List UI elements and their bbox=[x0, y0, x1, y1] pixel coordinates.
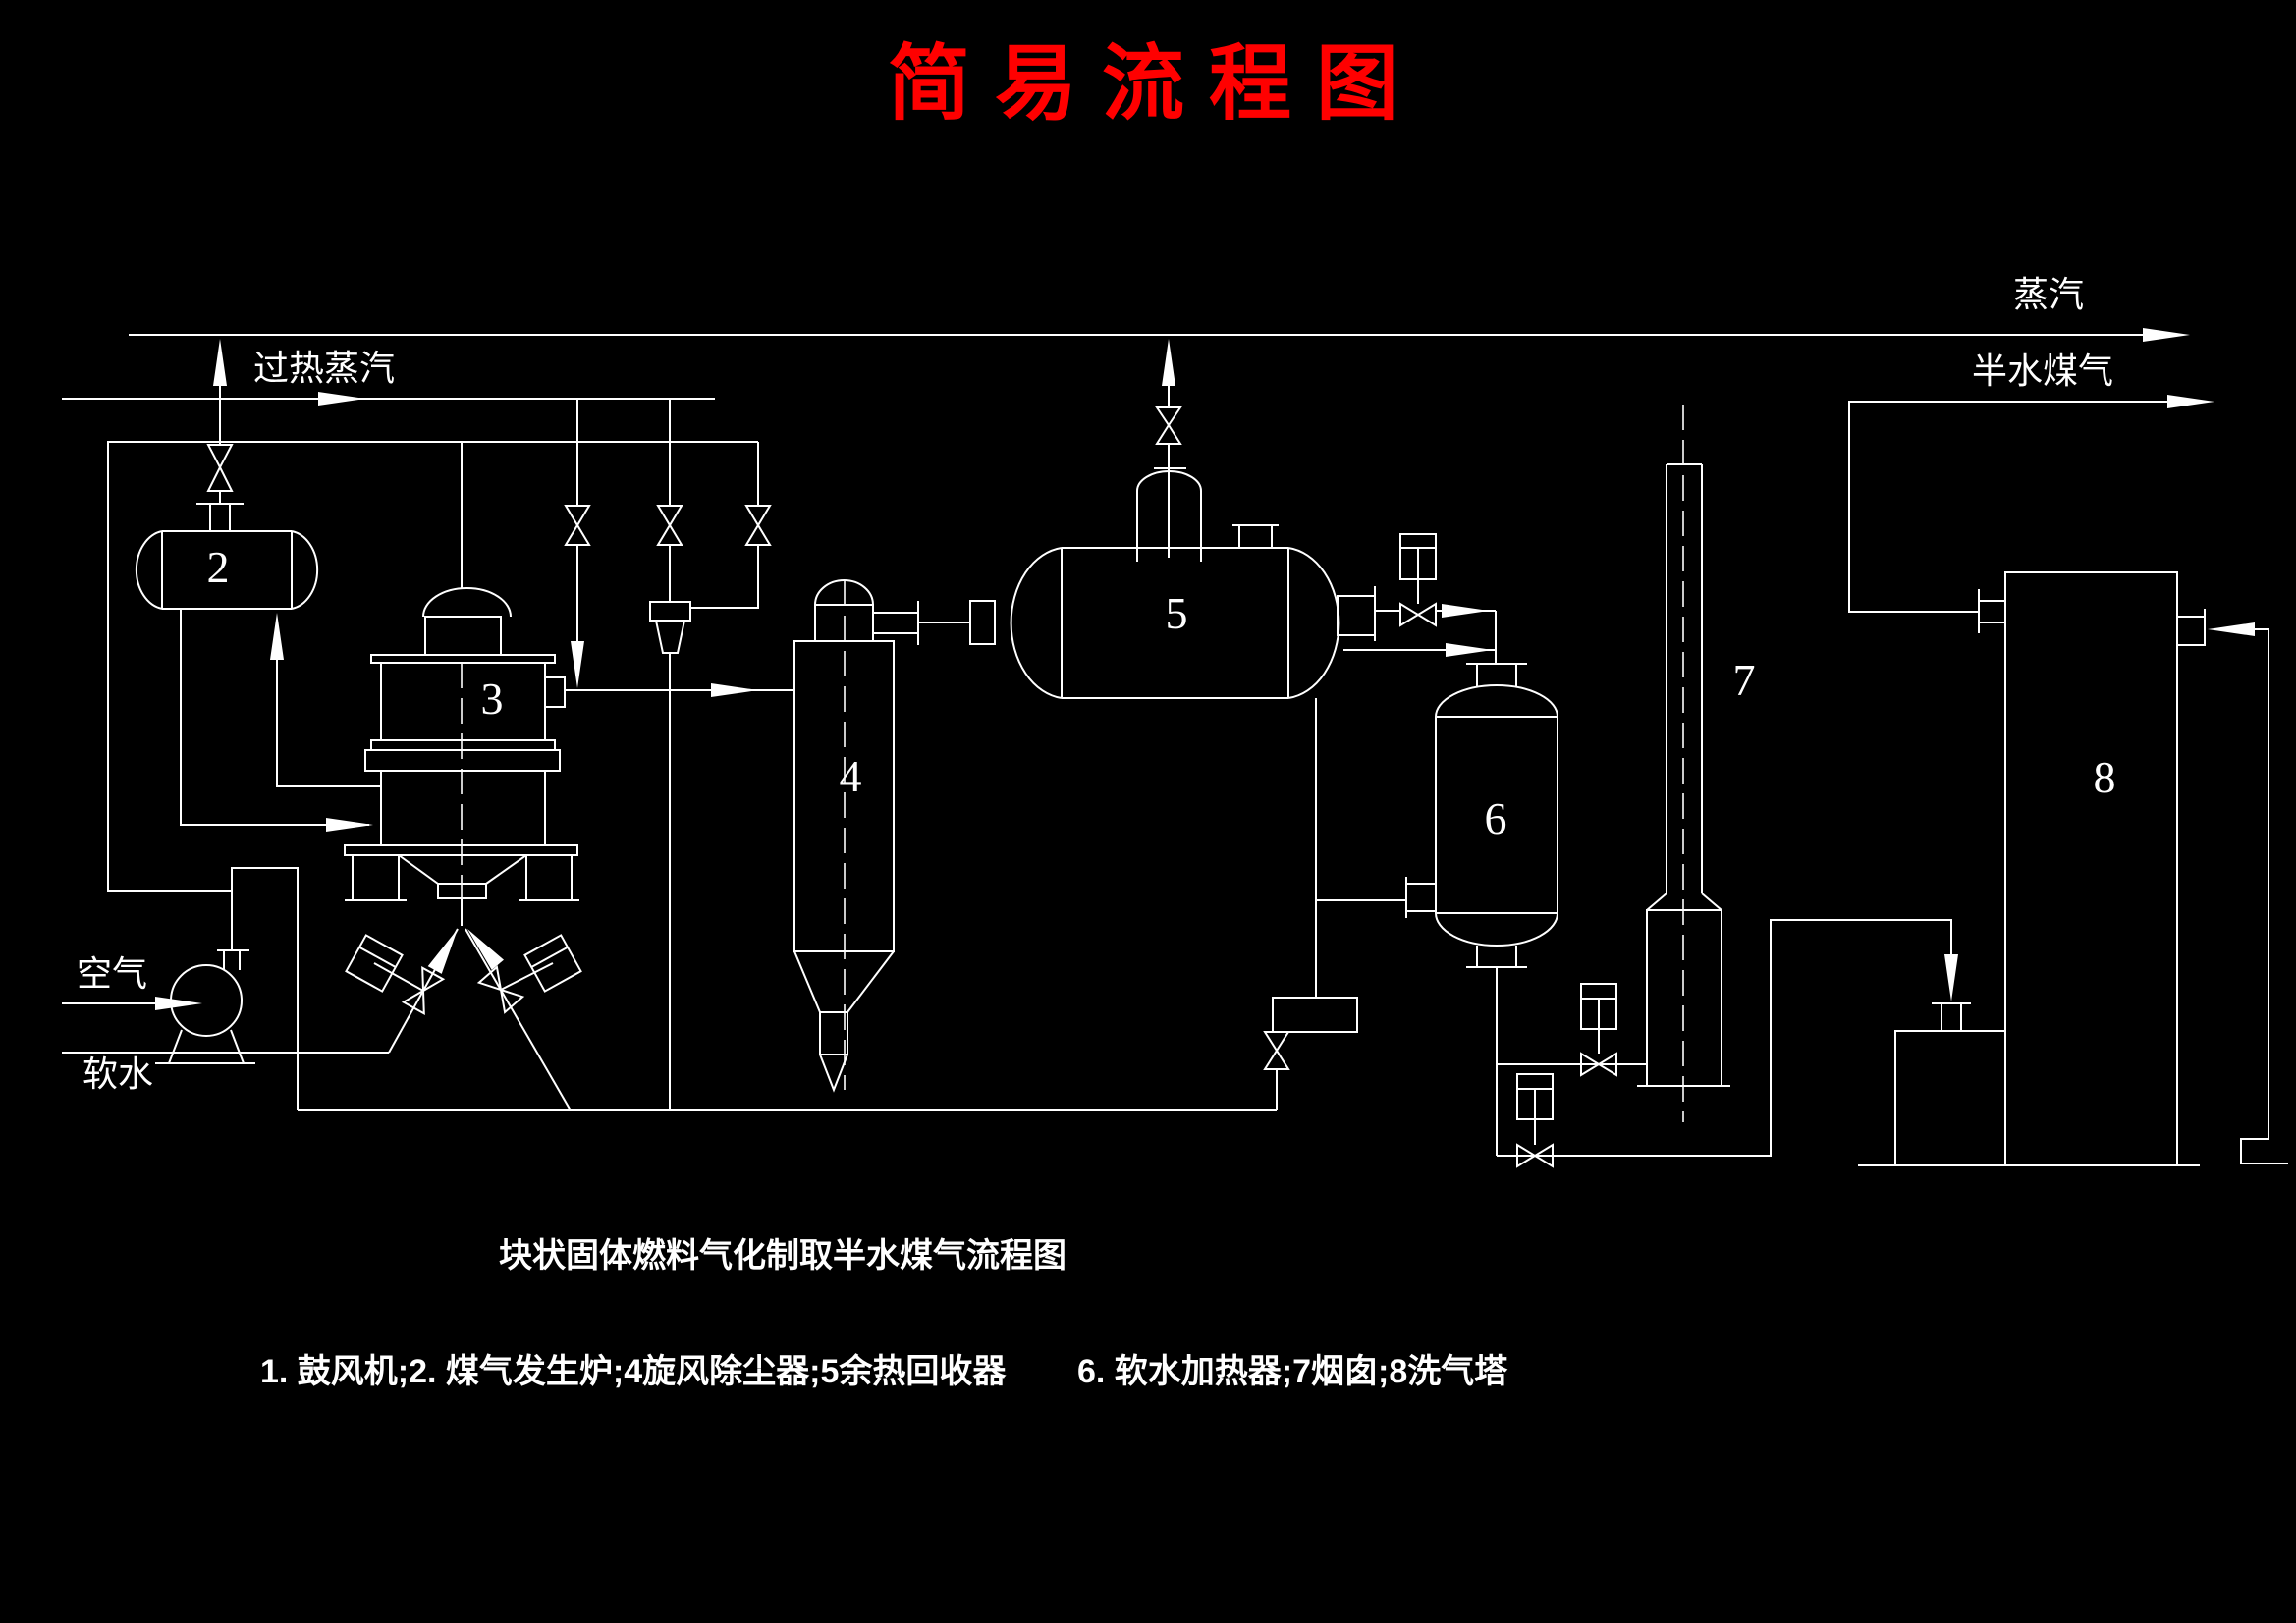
label-steam: 蒸汽 bbox=[2013, 275, 2084, 314]
equipment-label-2: 2 bbox=[207, 542, 230, 592]
wash-tower-8: 8 bbox=[1858, 571, 2288, 1166]
equipment-label-6: 6 bbox=[1485, 793, 1507, 843]
caption: 块状固体燃料气化制取半水煤气流程图 bbox=[499, 1237, 1066, 1274]
label-soft-water: 软水 bbox=[82, 1055, 153, 1094]
label-semi-water-gas: 半水煤气 bbox=[1972, 352, 2113, 391]
semi-water-gas-line bbox=[1848, 395, 2214, 613]
blower-1 bbox=[62, 867, 299, 1110]
equipment-label-4: 4 bbox=[840, 751, 862, 801]
equipment-label-3: 3 bbox=[481, 674, 504, 724]
steam-loop-line bbox=[107, 441, 758, 892]
superheated-steam-line bbox=[62, 392, 715, 406]
legend-part-2: 6. 软水加热器;7烟囱;8洗气塔 bbox=[1077, 1353, 1508, 1390]
bottom-lines bbox=[62, 1052, 1277, 1111]
legend-part-1: 1. 鼓风机;2. 煤气发生炉;4旋风除尘器;5余热回收器 bbox=[260, 1352, 1007, 1390]
gas-producer-3: 3 bbox=[344, 442, 794, 926]
chimney-7: 7 bbox=[1637, 405, 1756, 1122]
label-air: 空气 bbox=[77, 954, 147, 994]
cyclone-4: 4 bbox=[793, 579, 996, 1093]
valve-manifold bbox=[564, 399, 772, 1110]
label-superheated-steam: 过热蒸汽 bbox=[253, 349, 395, 388]
equipment-label-8: 8 bbox=[2094, 752, 2116, 802]
producer-bottom-valves bbox=[345, 928, 582, 1111]
equipment-label-5: 5 bbox=[1166, 588, 1188, 638]
softwater-heater-6: 6 bbox=[1316, 663, 1971, 1168]
heat-recovery-5: 5 bbox=[1010, 339, 1497, 1110]
steam-drum-2: 2 bbox=[135, 339, 381, 832]
steam-header-line bbox=[129, 328, 2190, 342]
page-title: 简 易 流 程 图 bbox=[888, 39, 1400, 131]
equipment-label-7: 7 bbox=[1733, 655, 1756, 705]
